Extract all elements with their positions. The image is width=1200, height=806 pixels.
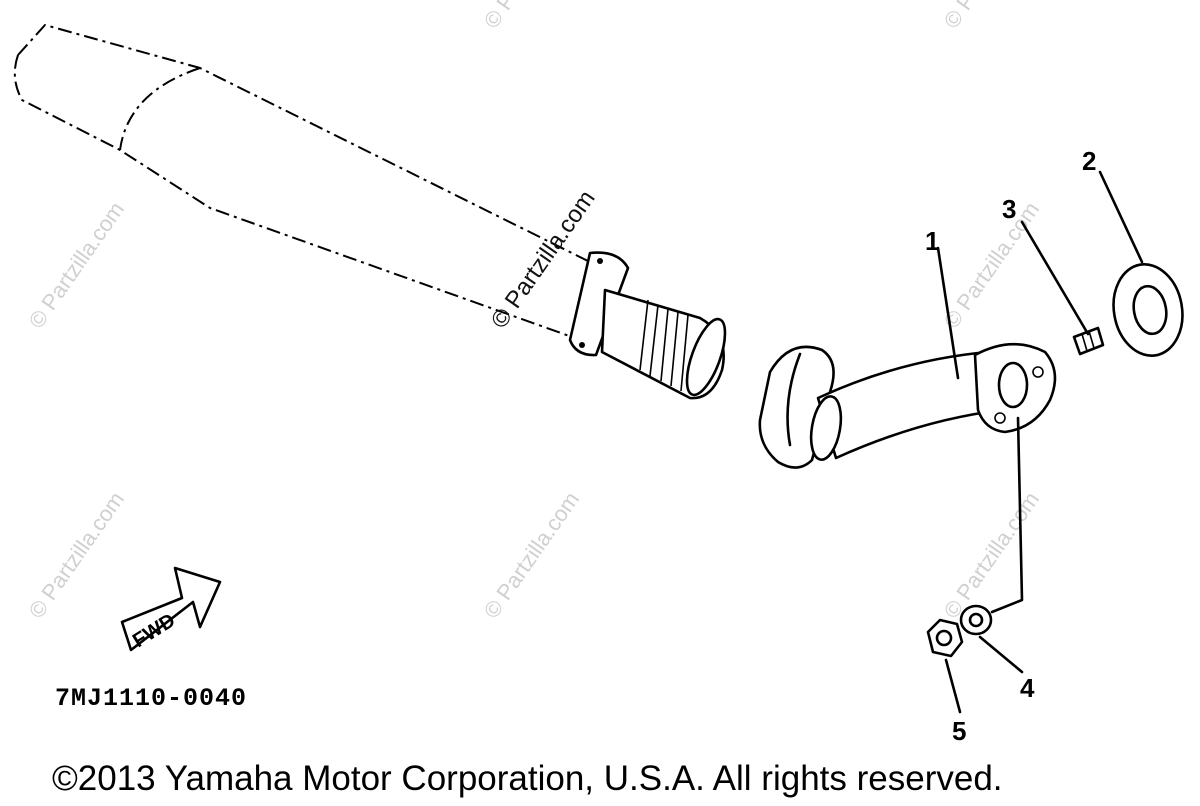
callout-5: 5 [952, 716, 966, 746]
flange-edge [786, 352, 802, 447]
gasket-inner [1132, 284, 1168, 336]
leader-4-stud-axis [990, 416, 1024, 614]
watermark: © Partzilla.com [939, 197, 1045, 333]
flange-bolt-hole [579, 342, 585, 348]
part-3-stud-bolt [1072, 326, 1105, 356]
leader-lines [936, 170, 1144, 714]
watermark: © Partzilla.com [479, 0, 585, 33]
leader-4 [978, 635, 1024, 674]
callout-2: 2 [1082, 146, 1096, 176]
tube-line [670, 311, 679, 387]
leader-1 [936, 246, 960, 380]
leader-3 [1020, 220, 1090, 336]
callouts: 1 2 3 4 5 [925, 146, 1096, 746]
part-5-nut [926, 618, 964, 658]
stud-thread [1088, 330, 1095, 349]
muffler-bottom-edge [13, 54, 576, 339]
tube-line [639, 299, 649, 371]
stud-body [1072, 326, 1105, 356]
nut-hole [935, 629, 953, 647]
leader-2 [1098, 170, 1144, 264]
diagram-code: 7MJ1110-0040 [55, 684, 247, 713]
pipe-front-opening [809, 395, 843, 461]
watermark: © Partzilla.com [24, 197, 130, 333]
muffler-flange [568, 251, 630, 357]
part-1-exhaust-pipe [758, 342, 1057, 469]
callout-4: 4 [1020, 673, 1035, 703]
watermark-layer: © Partzilla.com © Partzilla.com © Partzi… [24, 0, 1045, 623]
rear-flange-bolt-hole [1032, 366, 1044, 378]
watermark: © Partzilla.com [939, 0, 1045, 33]
copyright-notice: ©2013 Yamaha Motor Corporation, U.S.A. A… [52, 759, 1003, 798]
watermark: © Partzilla.com [24, 487, 130, 623]
stud-thread [1081, 333, 1088, 352]
washer-inner [968, 612, 984, 628]
muffler [13, 23, 727, 400]
muffler-top-edge [17, 23, 591, 263]
rear-flange-bolt-hole [994, 412, 1006, 424]
tube-line [660, 308, 669, 382]
pipe-body [816, 350, 1004, 460]
leader-5 [944, 658, 962, 714]
muffler-seam [119, 67, 201, 151]
tube-line [680, 314, 689, 392]
pipe-rear-opening [997, 361, 1029, 409]
tube-opening [685, 317, 727, 397]
part-2-gasket [1112, 263, 1184, 357]
watermark: © Partzilla.com [939, 487, 1045, 623]
fwd-arrow-shape [120, 566, 222, 652]
callout-1: 1 [925, 226, 939, 256]
tube-line [649, 304, 659, 377]
fwd-arrow: FWD [120, 566, 222, 652]
callout-3: 3 [1002, 194, 1016, 224]
watermark: © Partzilla.com [479, 487, 585, 623]
flange-bolt-hole [597, 258, 603, 264]
part-4-washer [959, 604, 993, 636]
